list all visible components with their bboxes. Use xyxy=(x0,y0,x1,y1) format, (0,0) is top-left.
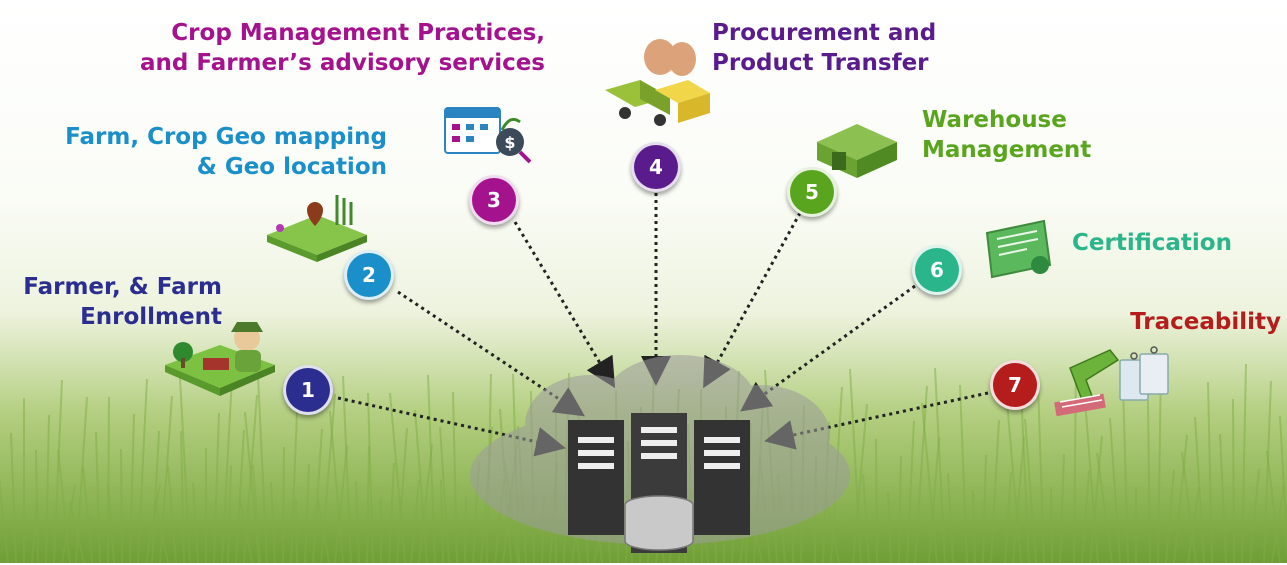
step-2-label: Farm, Crop Geo mapping & Geo location xyxy=(65,122,387,182)
step-2-label-line-2: & Geo location xyxy=(196,154,387,180)
farmer-field-icon xyxy=(165,322,275,396)
step-3-badge: 3 xyxy=(469,175,519,225)
step-7-label: Traceability xyxy=(1130,307,1281,337)
step-5-label-line-2: Management xyxy=(922,137,1092,163)
geo-map-crop-icon xyxy=(267,195,367,262)
step-1-label: Farmer, & Farm Enrollment xyxy=(23,272,222,332)
step-6-label-line-1: Certification xyxy=(1072,230,1232,256)
warehouse-icon xyxy=(817,124,897,178)
connector-5 xyxy=(703,212,802,389)
step-5-label-line-1: Warehouse xyxy=(922,107,1067,133)
svg-text:$: $ xyxy=(504,133,515,152)
step-1-label-line-2: Enrollment xyxy=(80,304,222,330)
step-6-badge: 6 xyxy=(912,245,962,295)
step-4-badge: 4 xyxy=(631,142,681,192)
step-2-badge: 2 xyxy=(344,250,394,300)
step-1-label-line-1: Farmer, & Farm xyxy=(23,274,222,300)
step-5-badge: 5 xyxy=(787,167,837,217)
step-3-label: Crop Management Practices, and Farmer’s … xyxy=(140,18,545,78)
step-3-label-line-2: and Farmer’s advisory services xyxy=(139,50,545,76)
connector-7 xyxy=(764,391,989,450)
step-1-badge: 1 xyxy=(283,365,333,415)
step-2-label-line-1: Farm, Crop Geo mapping xyxy=(65,124,387,150)
step-3-label-line-1: Crop Management Practices, xyxy=(171,20,545,46)
step-4-label: Procurement and Product Transfer xyxy=(712,18,936,78)
truck-sacks-icon xyxy=(605,39,710,126)
connector-3 xyxy=(513,221,616,389)
step-7-label-line-1: Traceability xyxy=(1130,309,1281,335)
step-4-label-line-1: Procurement and xyxy=(712,20,937,46)
step-6-label: Certification xyxy=(1072,228,1232,258)
barcode-scanner-icon xyxy=(1054,346,1169,417)
calendar-advisory-icon: $ xyxy=(444,107,532,164)
cloud-server-database-icon xyxy=(470,355,850,553)
step-4-label-line-2: Product Transfer xyxy=(712,50,929,76)
certificate-icon xyxy=(985,219,1052,279)
step-5-label: Warehouse Management xyxy=(922,105,1091,165)
step-7-badge: 7 xyxy=(990,360,1040,410)
